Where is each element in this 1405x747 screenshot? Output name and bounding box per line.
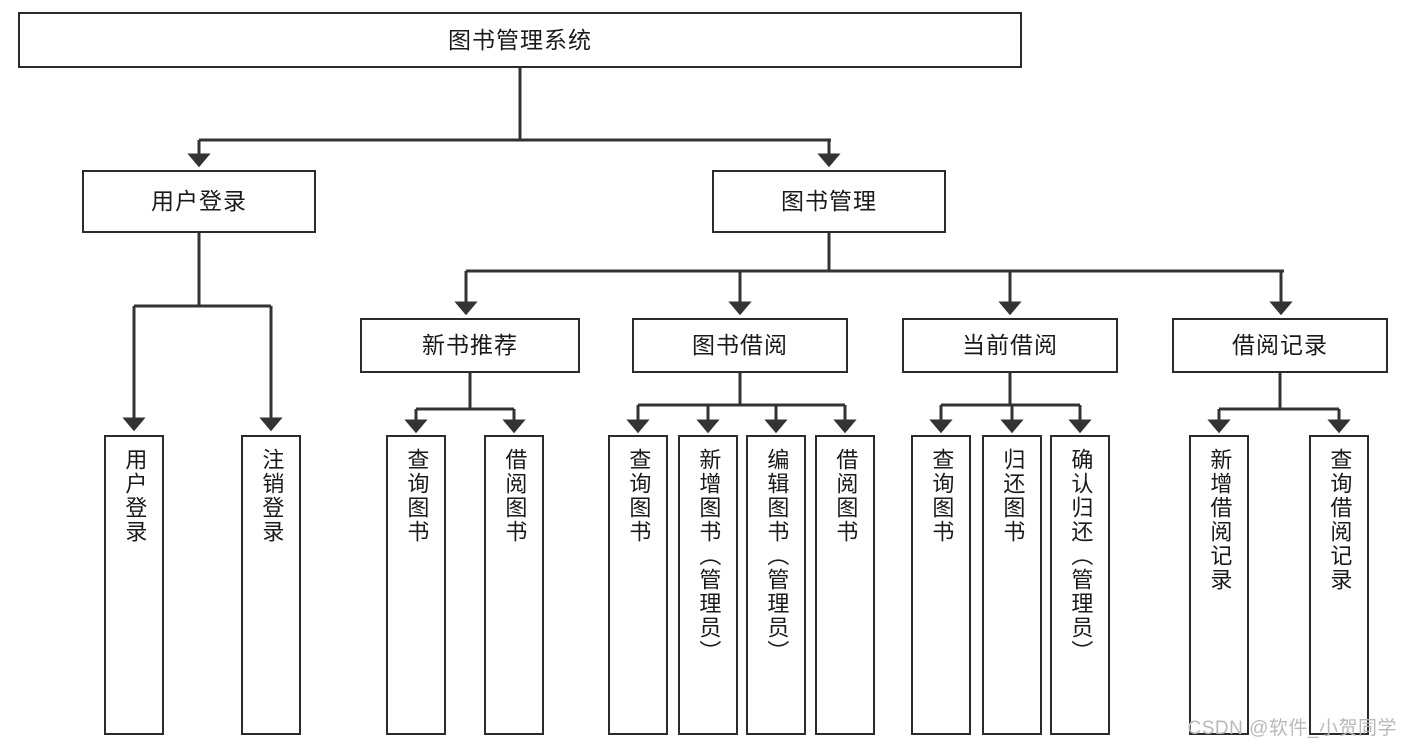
node-book-manage-label: 图书管理 bbox=[781, 188, 877, 214]
node-leaf-query-record-label: 查询借阅记录 bbox=[1327, 448, 1353, 592]
node-leaf-borrow-book-2-label: 借阅图书 bbox=[833, 448, 859, 544]
node-new-book-recommend-label: 新书推荐 bbox=[422, 332, 518, 358]
node-new-book-recommend[interactable]: 新书推荐 bbox=[360, 318, 580, 373]
node-leaf-borrow-book-2[interactable]: 借阅图书 bbox=[815, 435, 875, 735]
node-leaf-add-book-label: 新增图书（管理员） bbox=[696, 448, 722, 664]
node-leaf-add-record-label: 新增借阅记录 bbox=[1207, 448, 1233, 592]
node-book-manage[interactable]: 图书管理 bbox=[712, 170, 946, 233]
node-user-login-label: 用户登录 bbox=[151, 188, 247, 214]
node-leaf-query-book-2[interactable]: 查询图书 bbox=[608, 435, 668, 735]
node-leaf-edit-book-label: 编辑图书（管理员） bbox=[764, 448, 790, 664]
node-current-borrow-label: 当前借阅 bbox=[962, 332, 1058, 358]
node-leaf-confirm-return[interactable]: 确认归还（管理员） bbox=[1050, 435, 1110, 735]
node-leaf-user-login[interactable]: 用户登录 bbox=[104, 435, 164, 735]
node-leaf-query-book-1-label: 查询图书 bbox=[404, 448, 430, 544]
node-leaf-confirm-return-label: 确认归还（管理员） bbox=[1068, 448, 1094, 664]
node-borrow-record[interactable]: 借阅记录 bbox=[1172, 318, 1388, 373]
node-current-borrow[interactable]: 当前借阅 bbox=[902, 318, 1118, 373]
node-leaf-add-record[interactable]: 新增借阅记录 bbox=[1189, 435, 1249, 735]
node-leaf-query-record[interactable]: 查询借阅记录 bbox=[1309, 435, 1369, 735]
node-leaf-logout-label: 注销登录 bbox=[259, 448, 285, 544]
node-root-label: 图书管理系统 bbox=[448, 26, 592, 53]
node-leaf-user-login-label: 用户登录 bbox=[122, 448, 148, 544]
node-book-borrow-label: 图书借阅 bbox=[692, 332, 788, 358]
node-leaf-query-book-1[interactable]: 查询图书 bbox=[386, 435, 446, 735]
node-user-login[interactable]: 用户登录 bbox=[82, 170, 316, 233]
node-borrow-record-label: 借阅记录 bbox=[1232, 332, 1328, 358]
node-leaf-return-book-label: 归还图书 bbox=[1000, 448, 1026, 544]
node-leaf-query-book-3[interactable]: 查询图书 bbox=[911, 435, 971, 735]
node-leaf-borrow-book-1-label: 借阅图书 bbox=[502, 448, 528, 544]
node-leaf-query-book-3-label: 查询图书 bbox=[929, 448, 955, 544]
csdn-watermark: CSDN @软件_小贺同学 bbox=[1187, 718, 1397, 739]
node-leaf-borrow-book-1[interactable]: 借阅图书 bbox=[484, 435, 544, 735]
node-book-borrow[interactable]: 图书借阅 bbox=[632, 318, 848, 373]
node-leaf-add-book[interactable]: 新增图书（管理员） bbox=[678, 435, 738, 735]
node-leaf-return-book[interactable]: 归还图书 bbox=[982, 435, 1042, 735]
node-root[interactable]: 图书管理系统 bbox=[18, 12, 1022, 68]
node-leaf-query-book-2-label: 查询图书 bbox=[626, 448, 652, 544]
node-leaf-edit-book[interactable]: 编辑图书（管理员） bbox=[746, 435, 806, 735]
node-leaf-logout[interactable]: 注销登录 bbox=[241, 435, 301, 735]
